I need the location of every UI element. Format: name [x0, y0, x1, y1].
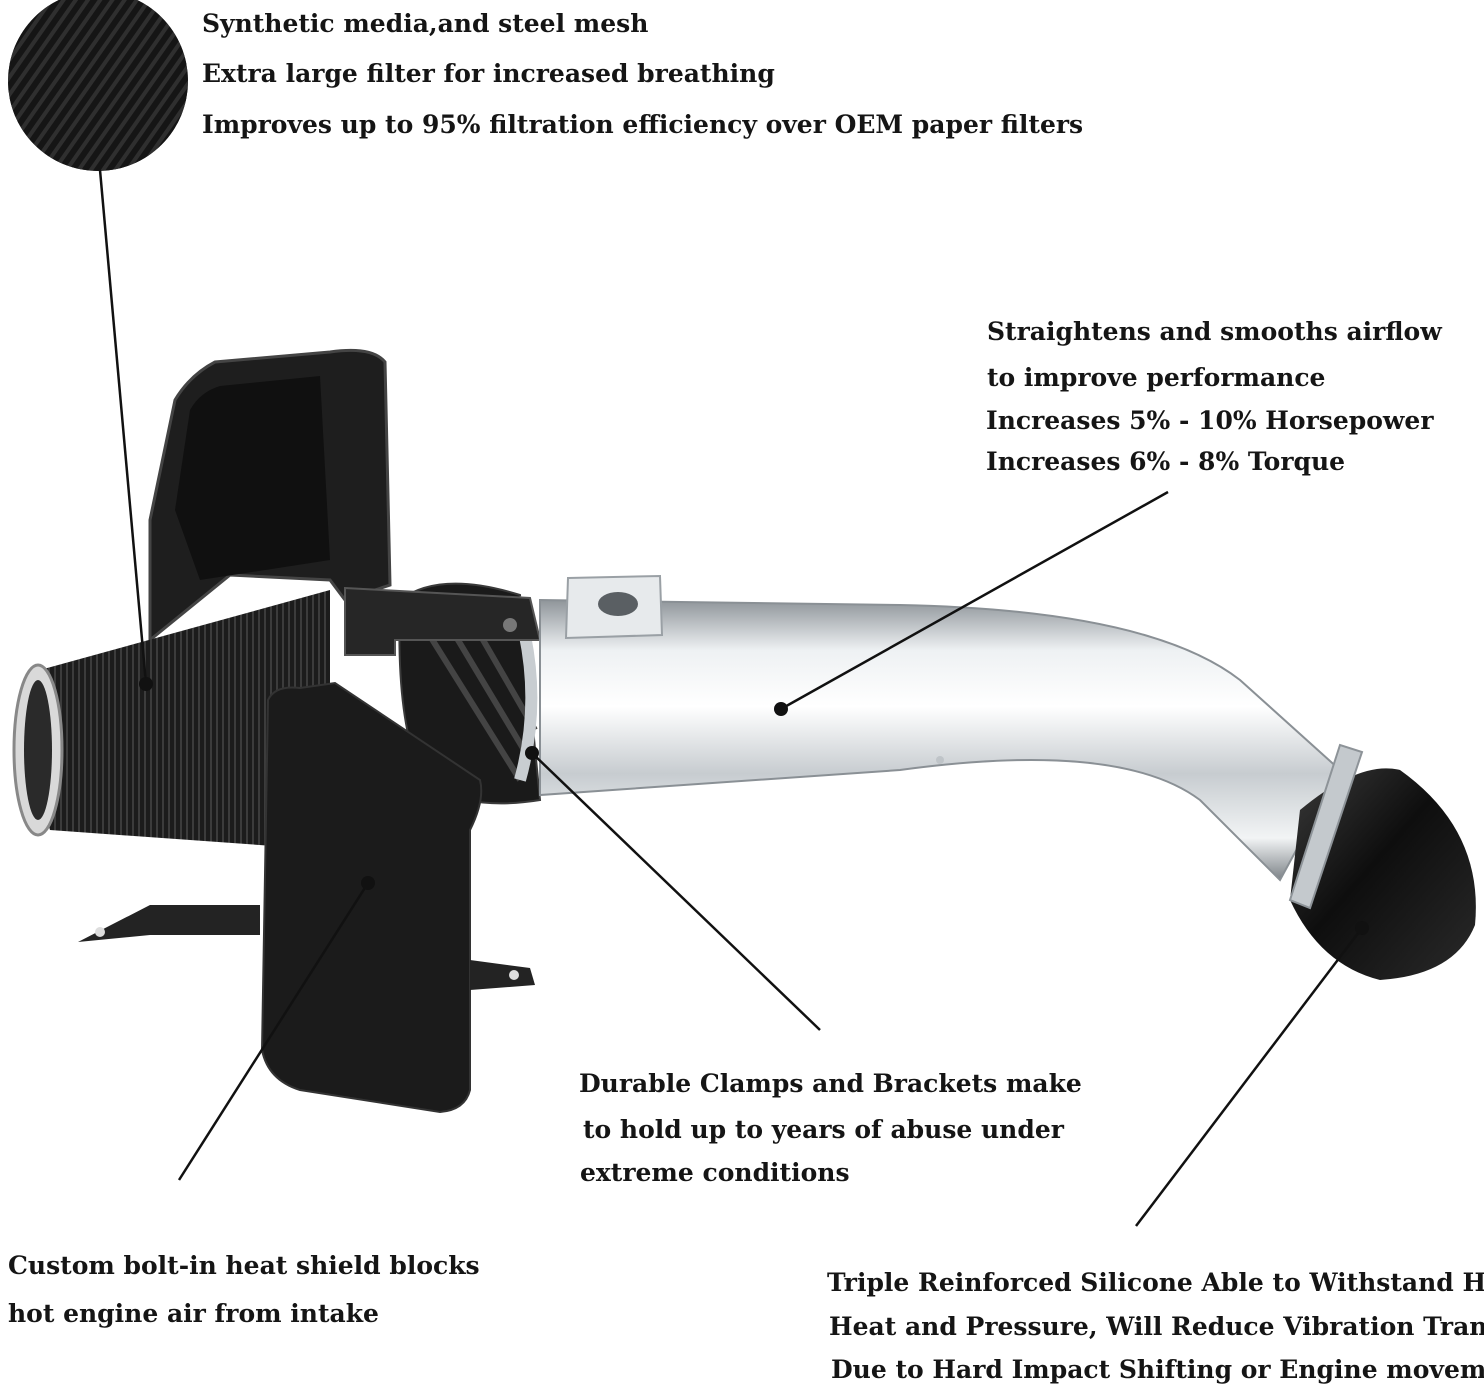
filter-callout-line-2: Extra large filter for increased breathi…	[202, 59, 775, 88]
clamps-callout-line-3: extreme conditions	[580, 1158, 850, 1187]
silicone-callout-line-3: Due to Hard Impact Shifting or Engine mo…	[831, 1355, 1484, 1384]
silicone-dot	[1355, 921, 1369, 935]
mounting-bracket	[344, 586, 542, 656]
cone-filter	[32, 590, 330, 850]
silicone-leader	[1135, 927, 1363, 1227]
filter-callout-line-3: Improves up to 95% filtration efficiency…	[202, 110, 1084, 139]
filter-callout-line-1: Synthetic media,and steel mesh	[202, 9, 649, 38]
clamps-dot	[525, 746, 539, 760]
clamps-callout-line-2: to hold up to years of abuse under	[583, 1115, 1064, 1144]
clamps-callout-line-1: Durable Clamps and Brackets make	[579, 1069, 1082, 1098]
tube-callout-line-3: Increases 5% - 10% Horsepower	[986, 406, 1434, 435]
intake-tube	[539, 598, 1342, 882]
filter-media-closeup-icon	[8, 0, 188, 171]
tube-leader	[780, 490, 1169, 711]
shield-tab	[470, 960, 535, 990]
filter-dot	[139, 677, 153, 691]
tube-dot	[774, 702, 788, 716]
tube-callout-line-4: Increases 6% - 8% Torque	[986, 447, 1346, 476]
silicone-callout-line-1: Triple Reinforced Silicone Able to Withs…	[827, 1268, 1484, 1297]
shield-dot	[361, 876, 375, 890]
tube-callout-line-1: Straightens and smooths airflow	[987, 317, 1442, 346]
shield-leader	[177, 882, 370, 1181]
clamps-leader	[531, 752, 821, 1031]
leader-lines	[98, 169, 1363, 1227]
tube-callout-line-2: to improve performance	[987, 363, 1326, 392]
filter-leader	[98, 169, 148, 685]
cold-air-intake-kit-illustration	[12, 348, 1476, 1114]
shield-callout-line-1: Custom bolt-in heat shield blocks	[8, 1251, 480, 1280]
silicone-callout-line-2: Heat and Pressure, Will Reduce Vibration…	[829, 1312, 1484, 1341]
shield-callout-line-2: hot engine air from intake	[8, 1299, 379, 1328]
airbox-bracket	[78, 905, 260, 942]
leader-dots	[139, 677, 1369, 935]
